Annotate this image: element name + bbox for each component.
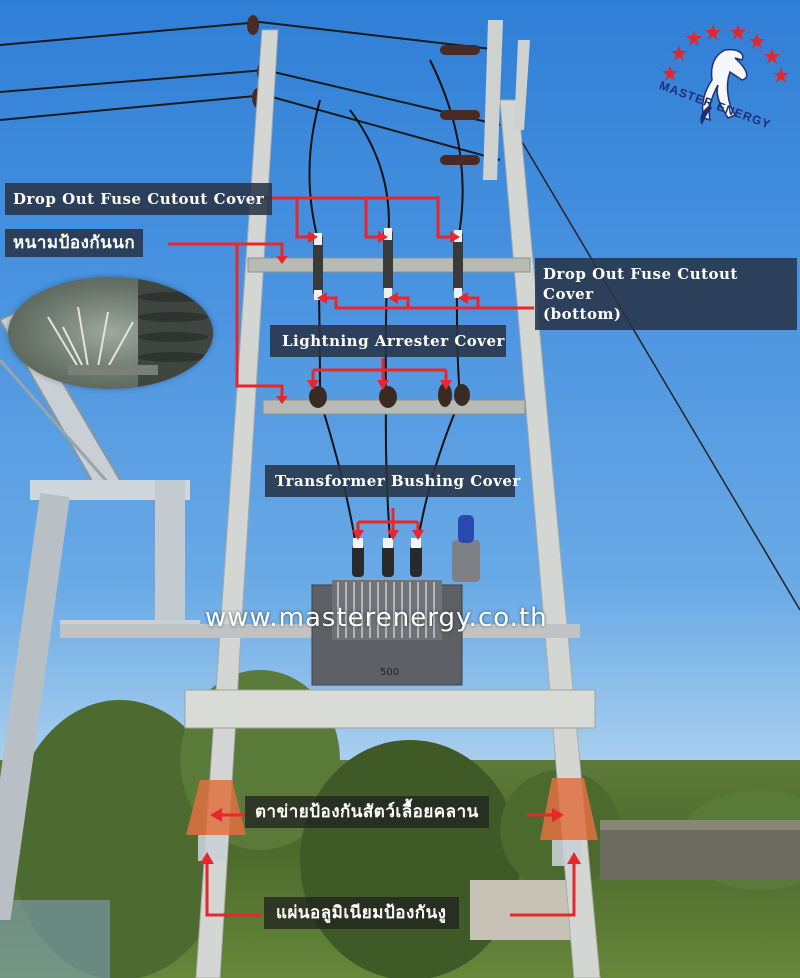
label-line-2: (bottom) xyxy=(543,305,622,323)
label-lightning-arrester-cover: Lightning Arrester Cover xyxy=(270,325,506,357)
website-watermark: www.masterenergy.co.th xyxy=(205,603,548,633)
horse-icon xyxy=(701,48,748,122)
master-energy-logo xyxy=(662,24,789,125)
label-snake-guard-aluminum-sheet: แผ่นอลูมิเนียมป้องกันงู xyxy=(264,897,459,929)
label-bird-guard-spikes: หนามป้องกันนก xyxy=(5,229,144,257)
transformer-rating-plate: 500 xyxy=(380,667,400,678)
label-reptile-guard-mesh: ตาข่ายป้องกันสัตว์เลื้อยคลาน xyxy=(245,796,489,828)
label-drop-out-fuse-cutout-cover: Drop Out Fuse Cutout Cover xyxy=(5,183,273,215)
label-transformer-bushing-cover: Transformer Bushing Cover xyxy=(265,465,520,497)
star-icon xyxy=(662,24,789,83)
label-line-1: Drop Out Fuse Cutout Cover xyxy=(543,265,738,303)
label-drop-out-fuse-cutout-cover-bottom: Drop Out Fuse Cutout Cover (bottom) xyxy=(535,258,797,330)
